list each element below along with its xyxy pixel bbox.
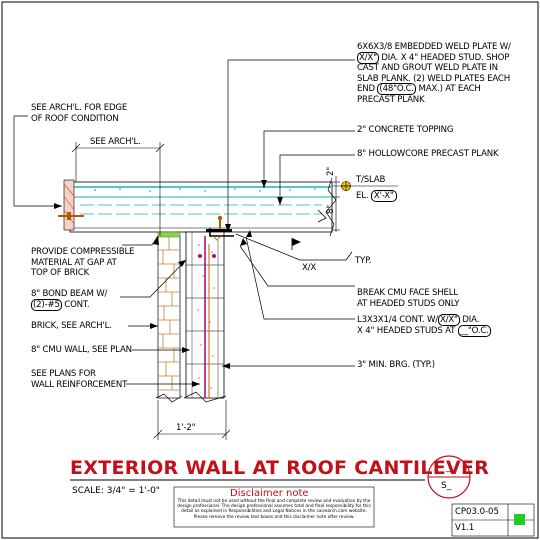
note-xx: X/X — [302, 263, 317, 273]
roof-edge — [58, 179, 84, 231]
disclaimer-body: This detail must not be used without the… — [177, 499, 371, 520]
dim-width-label: 1'-2" — [176, 423, 196, 433]
elevation-marker — [332, 181, 398, 191]
note-see-archl: SEE ARCH'L. — [90, 137, 141, 147]
leader-arrowheads — [54, 180, 283, 387]
archl-dimension — [71, 142, 165, 236]
width-dimension — [153, 400, 231, 440]
note-bearing: 3" MIN. BRG. (TYP.) — [357, 360, 435, 370]
thickness-dims — [332, 176, 340, 232]
brick-veneer — [155, 231, 183, 403]
note-cmu-wall: 8" CMU WALL, SEE PLAN — [31, 345, 132, 355]
note-weld-plate: 6x6x3/8 EMBEDDED WELD PLATE W/ X/X" DIA.… — [357, 42, 511, 105]
dim-topping-label: 2" — [326, 166, 336, 176]
detail-title: EXTERIOR WALL AT ROOF CANTILEVER — [70, 457, 490, 479]
cmu-wall — [183, 231, 227, 403]
status-square — [514, 514, 525, 525]
note-compressible: PROVIDE COMPRESSIBLE MATERIAL AT GAP AT … — [31, 247, 135, 278]
note-bond-beam: 8" BOND BEAM W/ (2)-#5 CONT. — [31, 289, 108, 311]
weld-symbol — [235, 233, 353, 261]
note-roof-edge: SEE ARCH'L. FOR EDGE OF ROOF CONDITION — [31, 103, 128, 124]
steel-angle — [206, 215, 234, 241]
disclaimer-title: Disclaimer note — [230, 488, 309, 499]
detail-scale: SCALE: 3/4" = 1'-0" — [72, 486, 160, 496]
note-typ: TYP. — [355, 256, 372, 266]
hollowcore-plank — [69, 177, 337, 237]
disclaimer-box — [173, 486, 375, 528]
bubble-top: _ — [446, 463, 451, 473]
note-brick: BRICK, SEE ARCH'L. — [31, 321, 112, 331]
dim-plank-label: 8" — [326, 204, 336, 214]
bubble-bottom: S_ — [441, 481, 452, 491]
note-face-shell: BREAK CMU FACE SHELL AT HEADED STUDS ONL… — [357, 288, 460, 309]
sheet-id: CP03.0-05 — [455, 507, 499, 517]
version-label: V1.1 — [455, 523, 475, 533]
note-angle: L3x3x1/4 CONT. W/X/X" DIA. x 4" HEADED S… — [357, 314, 491, 337]
note-elevation: EL. X'-X" — [356, 190, 397, 202]
note-tslab: T/SLAB — [356, 175, 386, 185]
note-hollowcore: 8" HOLLOWCORE PRECAST PLANK — [357, 149, 499, 159]
leader-lines — [13, 59, 355, 385]
note-topping: 2" CONCRETE TOPPING — [357, 125, 454, 135]
note-reinforcement: SEE PLANS FOR WALL REINFORCEMENT — [31, 369, 128, 390]
